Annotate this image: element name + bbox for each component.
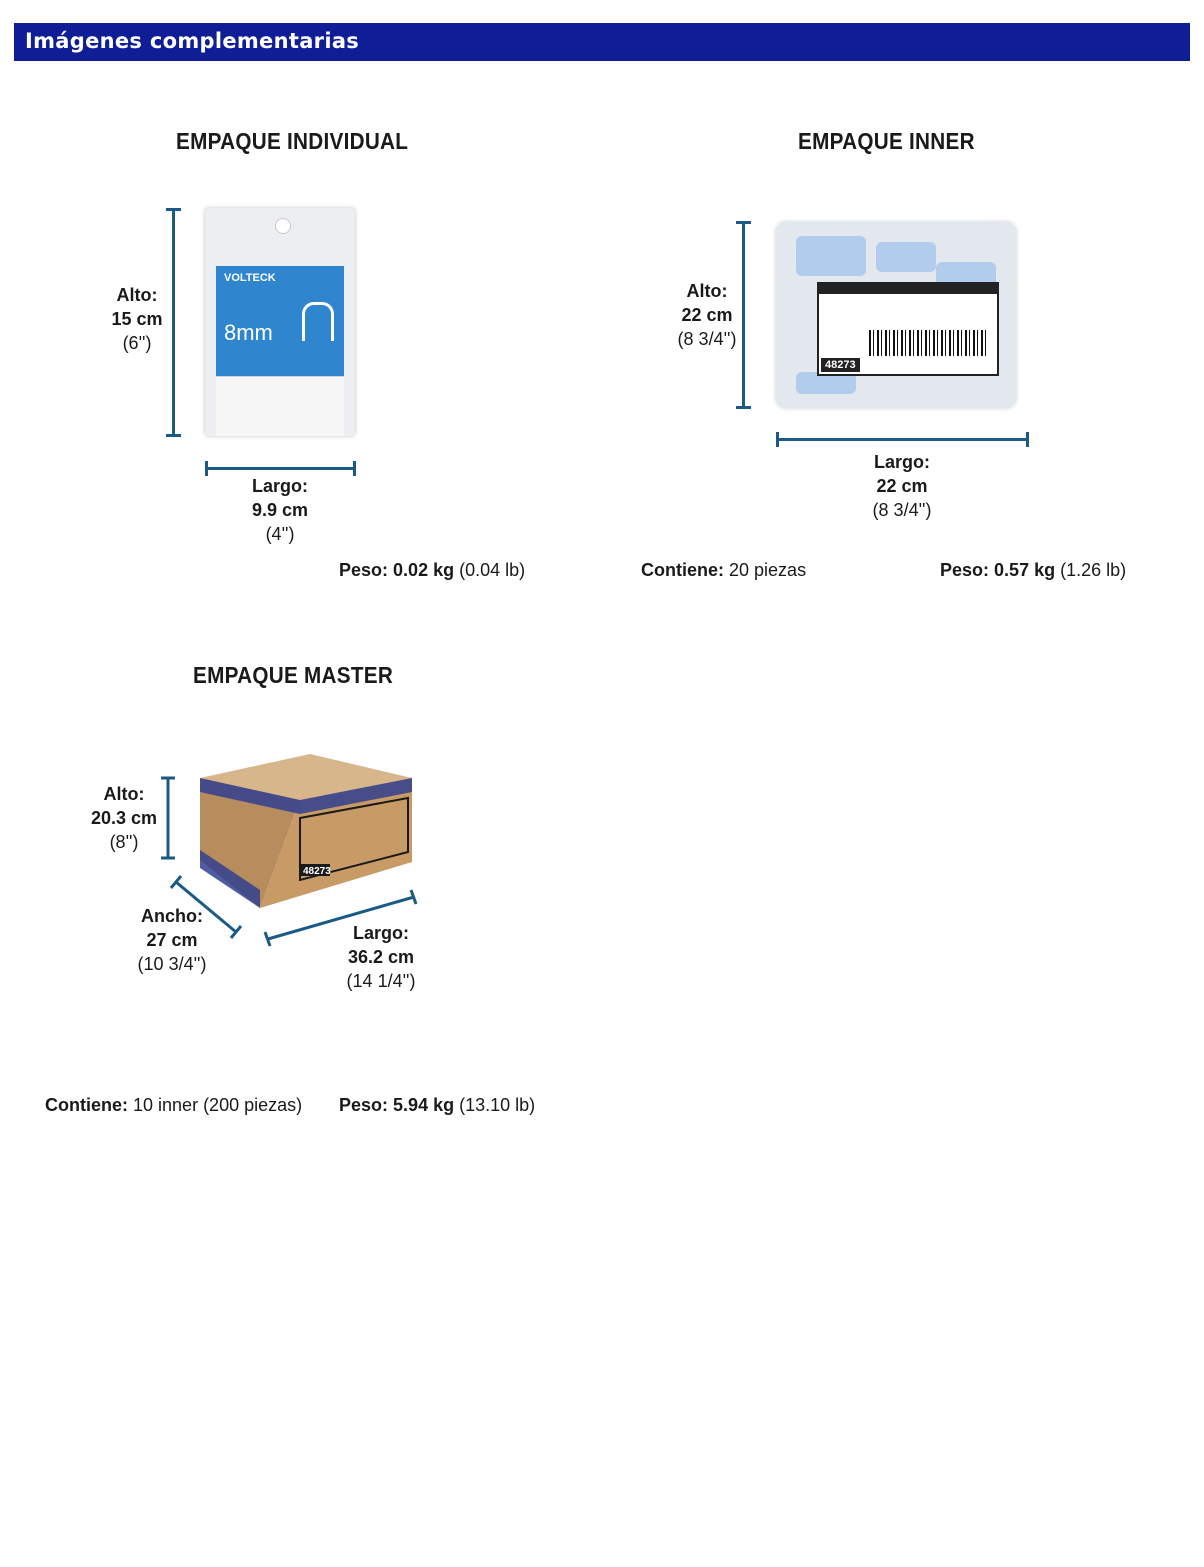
largo-dimension-cap-right <box>1026 432 1029 447</box>
master-alto: Alto: 20.3 cm (8'') <box>84 782 164 854</box>
largo-dimension-line <box>267 895 415 941</box>
contiene-value: 10 inner (200 piezas) <box>133 1095 303 1115</box>
package-blob <box>796 236 866 276</box>
ancho-dimension-cap-end <box>229 925 243 939</box>
individual-title: EMPAQUE INDIVIDUAL <box>176 128 409 154</box>
package-blob <box>796 372 856 394</box>
box-tape <box>200 778 412 814</box>
inner-title: EMPAQUE INNER <box>798 128 975 154</box>
master-contiene: Contiene: 10 inner (200 piezas) <box>45 1095 302 1116</box>
largo-dimension-line <box>206 467 355 470</box>
alto-dimension-cap-top <box>166 208 181 211</box>
alto-label: Alto: <box>686 281 728 301</box>
section-header: Imágenes complementarias <box>14 23 1190 61</box>
box-label <box>299 796 409 882</box>
individual-largo: Largo: 9.9 cm (4'') <box>230 474 330 546</box>
individual-alto: Alto: 15 cm (6'') <box>96 283 178 355</box>
alto-imperial: (8'') <box>109 832 139 852</box>
largo-dimension-cap-right <box>353 461 356 476</box>
inner-largo: Largo: 22 cm (8 3/4'') <box>852 450 952 522</box>
inner-label: 48273 <box>817 282 999 376</box>
largo-metric: 22 cm <box>876 476 928 496</box>
alto-label: Alto: <box>116 285 158 305</box>
contiene-value: 20 piezas <box>729 560 807 580</box>
inner-contiene: Contiene: 20 piezas <box>641 560 806 581</box>
product-code: 48273 <box>821 358 860 372</box>
box-tape-bottom <box>200 850 260 908</box>
peso-imperial: (13.10 lb) <box>459 1095 536 1115</box>
alto-metric: 15 cm <box>111 309 163 329</box>
peso-value: 0.57 kg <box>994 560 1056 580</box>
peso-label: Peso: <box>339 560 389 580</box>
peso-label: Peso: <box>339 1095 389 1115</box>
alto-imperial: (6'') <box>122 333 152 353</box>
master-box-image: 48273 <box>161 754 418 947</box>
master-peso: Peso: 5.94 kg (13.10 lb) <box>339 1095 535 1116</box>
master-title: EMPAQUE MASTER <box>193 662 394 688</box>
largo-imperial: (14 1/4'') <box>346 971 416 991</box>
contiene-label: Contiene: <box>45 1095 128 1115</box>
package-blob <box>876 242 936 272</box>
barcode <box>869 330 989 356</box>
individual-package-image: VOLTECK 8mm <box>205 208 355 436</box>
staples-content <box>216 376 344 436</box>
largo-imperial: (4'') <box>265 524 295 544</box>
ancho-metric: 27 cm <box>146 930 198 950</box>
alto-label: Alto: <box>103 784 145 804</box>
largo-dimension-line <box>777 438 1028 441</box>
largo-imperial: (8 3/4'') <box>872 500 932 520</box>
staple-icon <box>302 302 334 341</box>
alto-dimension-cap-bottom <box>736 406 751 409</box>
contiene-label: Contiene: <box>641 560 724 580</box>
peso-value: 5.94 kg <box>393 1095 455 1115</box>
largo-dimension-cap-start <box>263 931 272 947</box>
largo-label: Largo: <box>353 923 409 943</box>
largo-label: Largo: <box>874 452 930 472</box>
ancho-dimension-line <box>175 880 237 934</box>
box-code: 48273 <box>303 866 331 877</box>
brand-logo: VOLTECK <box>224 272 276 284</box>
ancho-dimension-cap-start <box>169 875 183 889</box>
section-header-title: Imágenes complementarias <box>25 29 360 53</box>
alto-metric: 22 cm <box>681 305 733 325</box>
largo-metric: 36.2 cm <box>347 947 415 967</box>
alto-dimension-line <box>742 222 745 408</box>
alto-dimension-cap-bottom <box>166 434 181 437</box>
peso-imperial: (0.04 lb) <box>459 560 526 580</box>
label-bar <box>819 284 997 294</box>
master-largo: Largo: 36.2 cm (14 1/4'') <box>331 921 431 993</box>
inner-package-image: 48273 <box>776 222 1016 408</box>
ancho-label: Ancho: <box>141 906 203 926</box>
peso-imperial: (1.26 lb) <box>1060 560 1127 580</box>
hang-hole <box>275 218 291 234</box>
largo-label: Largo: <box>252 476 308 496</box>
size-label: 8mm <box>224 320 273 345</box>
peso-label: Peso: <box>940 560 990 580</box>
peso-value: 0.02 kg <box>393 560 455 580</box>
largo-metric: 9.9 cm <box>251 500 309 520</box>
inner-alto: Alto: 22 cm (8 3/4'') <box>667 279 747 351</box>
largo-dimension-cap-left <box>205 461 208 476</box>
individual-peso: Peso: 0.02 kg (0.04 lb) <box>339 560 525 581</box>
box-top-face <box>200 754 412 800</box>
master-ancho: Ancho: 27 cm (10 3/4'') <box>122 904 222 976</box>
ancho-imperial: (10 3/4'') <box>137 954 207 974</box>
box-code-tag <box>300 864 330 876</box>
alto-dimension-cap-top <box>736 221 751 224</box>
alto-imperial: (8 3/4'') <box>677 329 737 349</box>
package-label: VOLTECK 8mm <box>216 266 344 376</box>
largo-dimension-cap-end <box>409 889 418 905</box>
inner-peso: Peso: 0.57 kg (1.26 lb) <box>940 560 1126 581</box>
alto-metric: 20.3 cm <box>90 808 158 828</box>
alto-dimension-line <box>172 209 175 437</box>
largo-dimension-cap-left <box>776 432 779 447</box>
